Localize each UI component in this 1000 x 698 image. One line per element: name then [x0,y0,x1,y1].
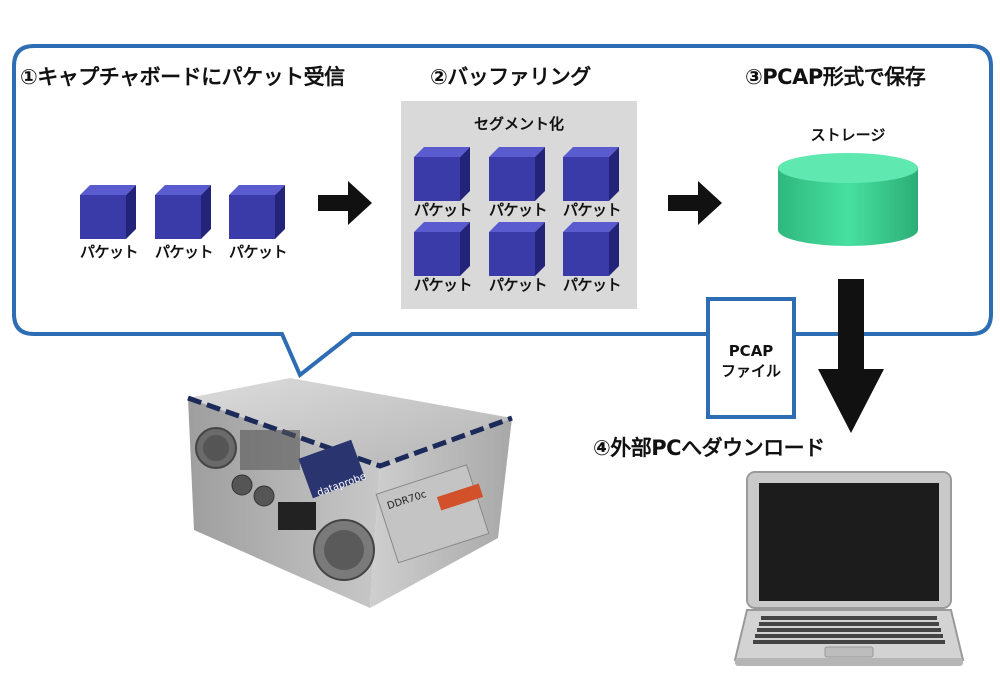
packet-label: パケット [488,201,548,219]
packet-label: パケット [413,201,473,219]
pcap-file-label-line2: ファイル [720,362,781,380]
laptop-icon [733,471,965,666]
packet-cube-icon [414,222,470,276]
packet-label: パケット [562,201,622,219]
packet-cube-icon [489,222,545,276]
step3-title: ③PCAP形式で保存 [745,65,926,89]
right-arrow-icon [668,181,722,225]
packet-label: パケット [562,276,622,294]
packet-label: パケット [79,243,139,261]
step4-title: ④外部PCへダウンロード [593,436,825,460]
down-arrow-icon [818,279,884,433]
capture-board-image: dataprobe DDR70c [187,378,513,608]
packet-cube-icon [155,185,211,239]
storage-cylinder-icon [778,153,918,246]
packet-cube-icon [229,185,285,239]
packet-cube-icon [563,147,619,201]
pcap-file-label-line1: PCAP [728,342,774,360]
packet-label: パケット [413,276,473,294]
storage-label: ストレージ [810,126,886,144]
pcap-file-icon: PCAP ファイル [706,297,796,419]
segment-label: セグメント化 [473,115,565,133]
packet-label: パケット [488,276,548,294]
packet-cube-icon [489,147,545,201]
packet-cube-icon [414,147,470,201]
step1-title: ①キャプチャボードにパケット受信 [20,65,345,89]
packet-label: パケット [154,243,214,261]
packet-label: パケット [228,243,288,261]
right-arrow-icon [318,181,372,225]
packet-cube-icon [563,222,619,276]
step2-title: ②バッファリング [430,65,591,89]
packet-cube-icon [80,185,136,239]
